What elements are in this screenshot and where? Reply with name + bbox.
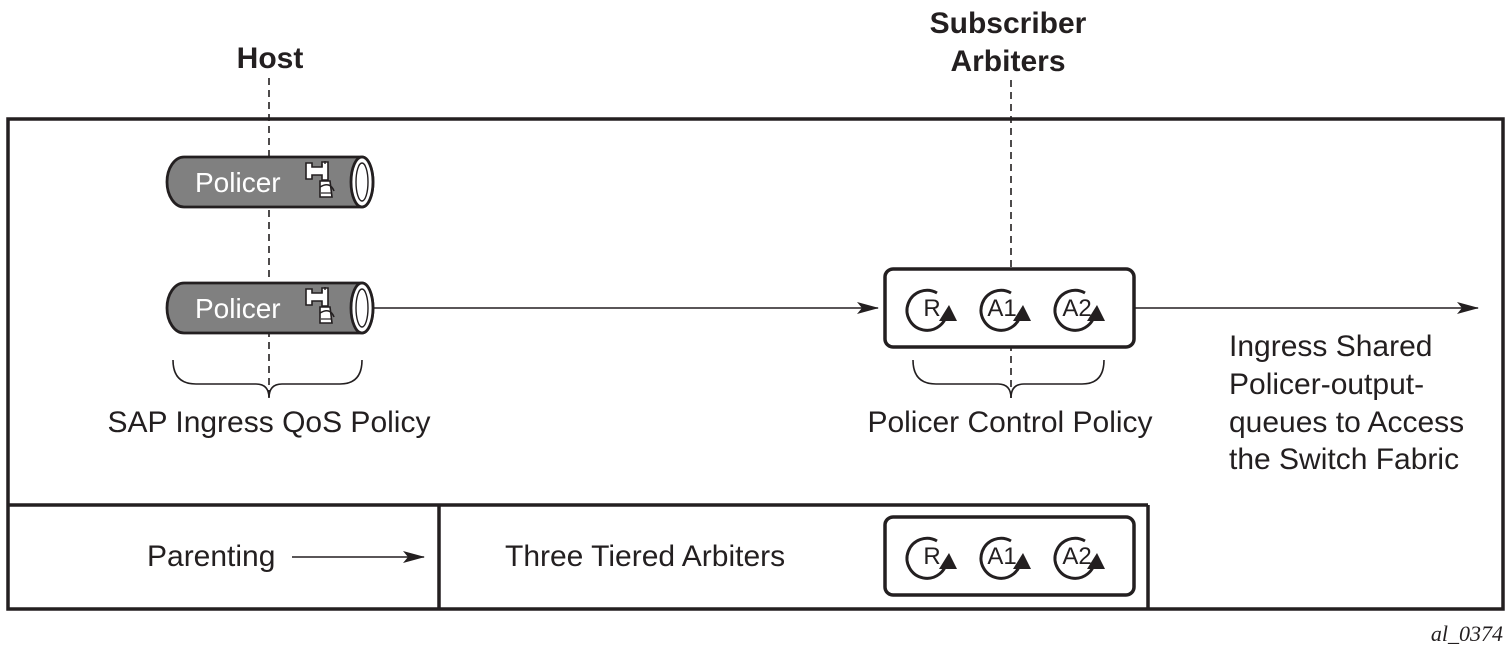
legend-arbiter-a1-label: A1 — [987, 543, 1016, 570]
policer-bottom: Policer — [165, 281, 375, 335]
policer-top: Policer — [165, 155, 375, 209]
legend-arbiter-a2-label: A2 — [1062, 543, 1091, 570]
arbiter-box: R A1 A2 — [883, 267, 1136, 349]
subscriber-label-line1: Subscriber — [930, 7, 1087, 40]
outer-frame — [6, 117, 1505, 611]
sap-policy-label: SAP Ingress QoS Policy — [108, 406, 431, 439]
pcp-brace — [912, 359, 1105, 399]
policer-control-policy-label: Policer Control Policy — [867, 406, 1152, 439]
figure-id: al_0374 — [1431, 621, 1503, 646]
legend-three-tiered-label: Three Tiered Arbiters — [505, 540, 785, 573]
ingress-label-line1: Ingress Shared — [1229, 330, 1432, 363]
ingress-label-line4: the Switch Fabric — [1229, 443, 1459, 476]
arbiter-a2-label: A2 — [1062, 295, 1091, 322]
legend-arbiter-root-label: R — [923, 543, 940, 570]
legend-arbiter-box: R A1 A2 — [883, 515, 1136, 597]
ingress-label-line2: Policer-output- — [1229, 368, 1424, 401]
subscriber-label-line2: Arbiters — [950, 45, 1065, 78]
ingress-label-line3: queues to Access — [1229, 406, 1464, 439]
arbiter-a1-label: A1 — [987, 295, 1016, 322]
policer-top-label: Policer — [195, 167, 281, 198]
sap-brace — [172, 359, 363, 399]
policer-bottom-label: Policer — [195, 293, 281, 324]
arbiter-root-label: R — [923, 295, 940, 322]
host-label: Host — [237, 42, 304, 75]
legend-parenting-label: Parenting — [147, 540, 275, 573]
